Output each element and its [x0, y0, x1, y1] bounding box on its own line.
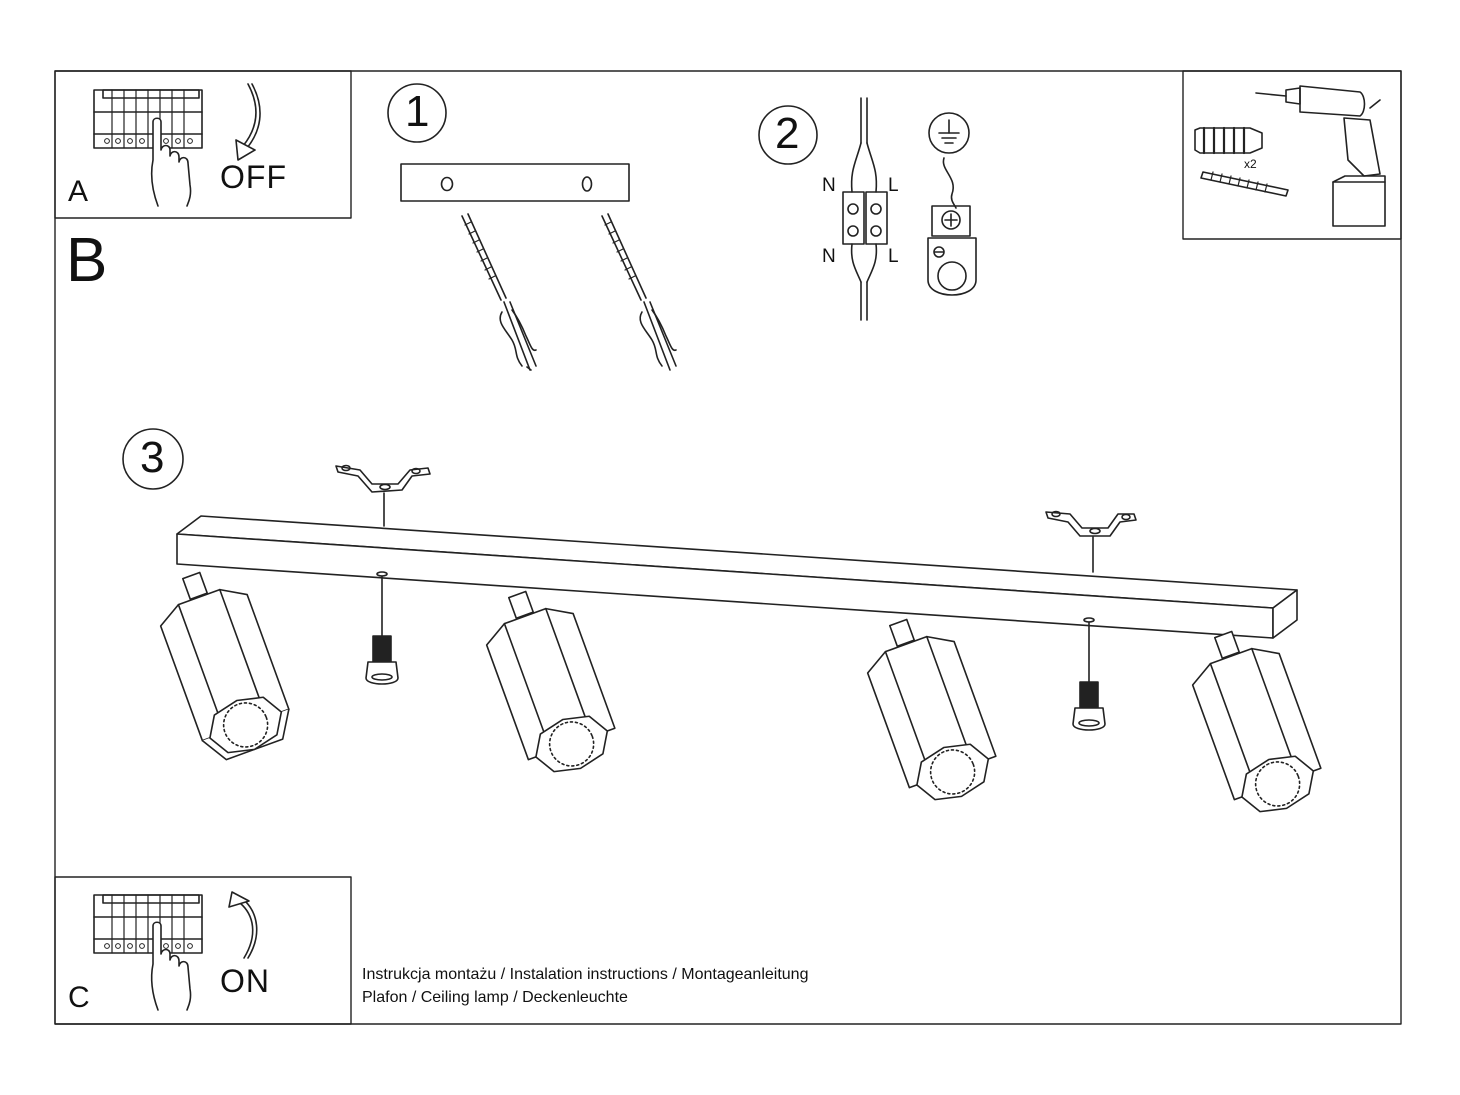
dowel-icon [1194, 126, 1263, 155]
ground-terminal [927, 112, 977, 296]
fixing-screw [365, 571, 399, 685]
lamp-head [1191, 630, 1322, 813]
arrow-up-icon [228, 891, 258, 959]
ceiling-bar [176, 515, 1298, 639]
hand-icon [150, 921, 192, 1011]
panel-a-frame [54, 70, 352, 219]
mounting-plate [400, 163, 630, 202]
step-2-number: 2 [775, 109, 800, 158]
step-1-number: 1 [405, 87, 430, 136]
panel-b-letter: B [66, 226, 108, 295]
terminal-block [842, 97, 888, 321]
breaker-off-illustration [93, 89, 203, 149]
long-screw-icon [1200, 171, 1289, 197]
lamp-head [485, 590, 616, 773]
step-3-circle [122, 428, 184, 490]
step-1-circle [387, 83, 447, 143]
on-label: ON [220, 963, 270, 999]
fixing-screw [1072, 617, 1106, 731]
live-top-label: L [888, 175, 899, 196]
panel-c-frame [54, 876, 352, 1025]
panel-a-letter: A [68, 175, 89, 208]
arrow-down-icon [235, 83, 261, 161]
mounting-bracket [1045, 510, 1137, 573]
hand-icon [150, 117, 192, 207]
mounting-bracket [335, 464, 431, 527]
footer-line-2: Plafon / Ceiling lamp / Deckenleuchte [362, 989, 628, 1006]
neutral-top-label: N [822, 175, 836, 196]
tools-panel-frame [1182, 70, 1402, 240]
outer-frame [54, 70, 1402, 1025]
screw-and-dowel-icon [601, 213, 677, 371]
panel-c-letter: C [68, 981, 90, 1014]
breaker-on-illustration [93, 894, 203, 954]
live-bottom-label: L [888, 246, 899, 267]
drill-icon [1255, 85, 1386, 227]
lamp-head [159, 571, 290, 761]
lamp-head [866, 618, 997, 801]
off-label: OFF [220, 159, 287, 195]
step-3-number: 3 [140, 433, 165, 482]
footer-line-1: Instrukcja montażu / Instalation instruc… [362, 966, 809, 983]
quantity-label: x2 [1244, 157, 1257, 171]
screw-and-dowel-icon [461, 213, 537, 371]
step-2-circle [758, 105, 818, 165]
neutral-bottom-label: N [822, 246, 836, 267]
